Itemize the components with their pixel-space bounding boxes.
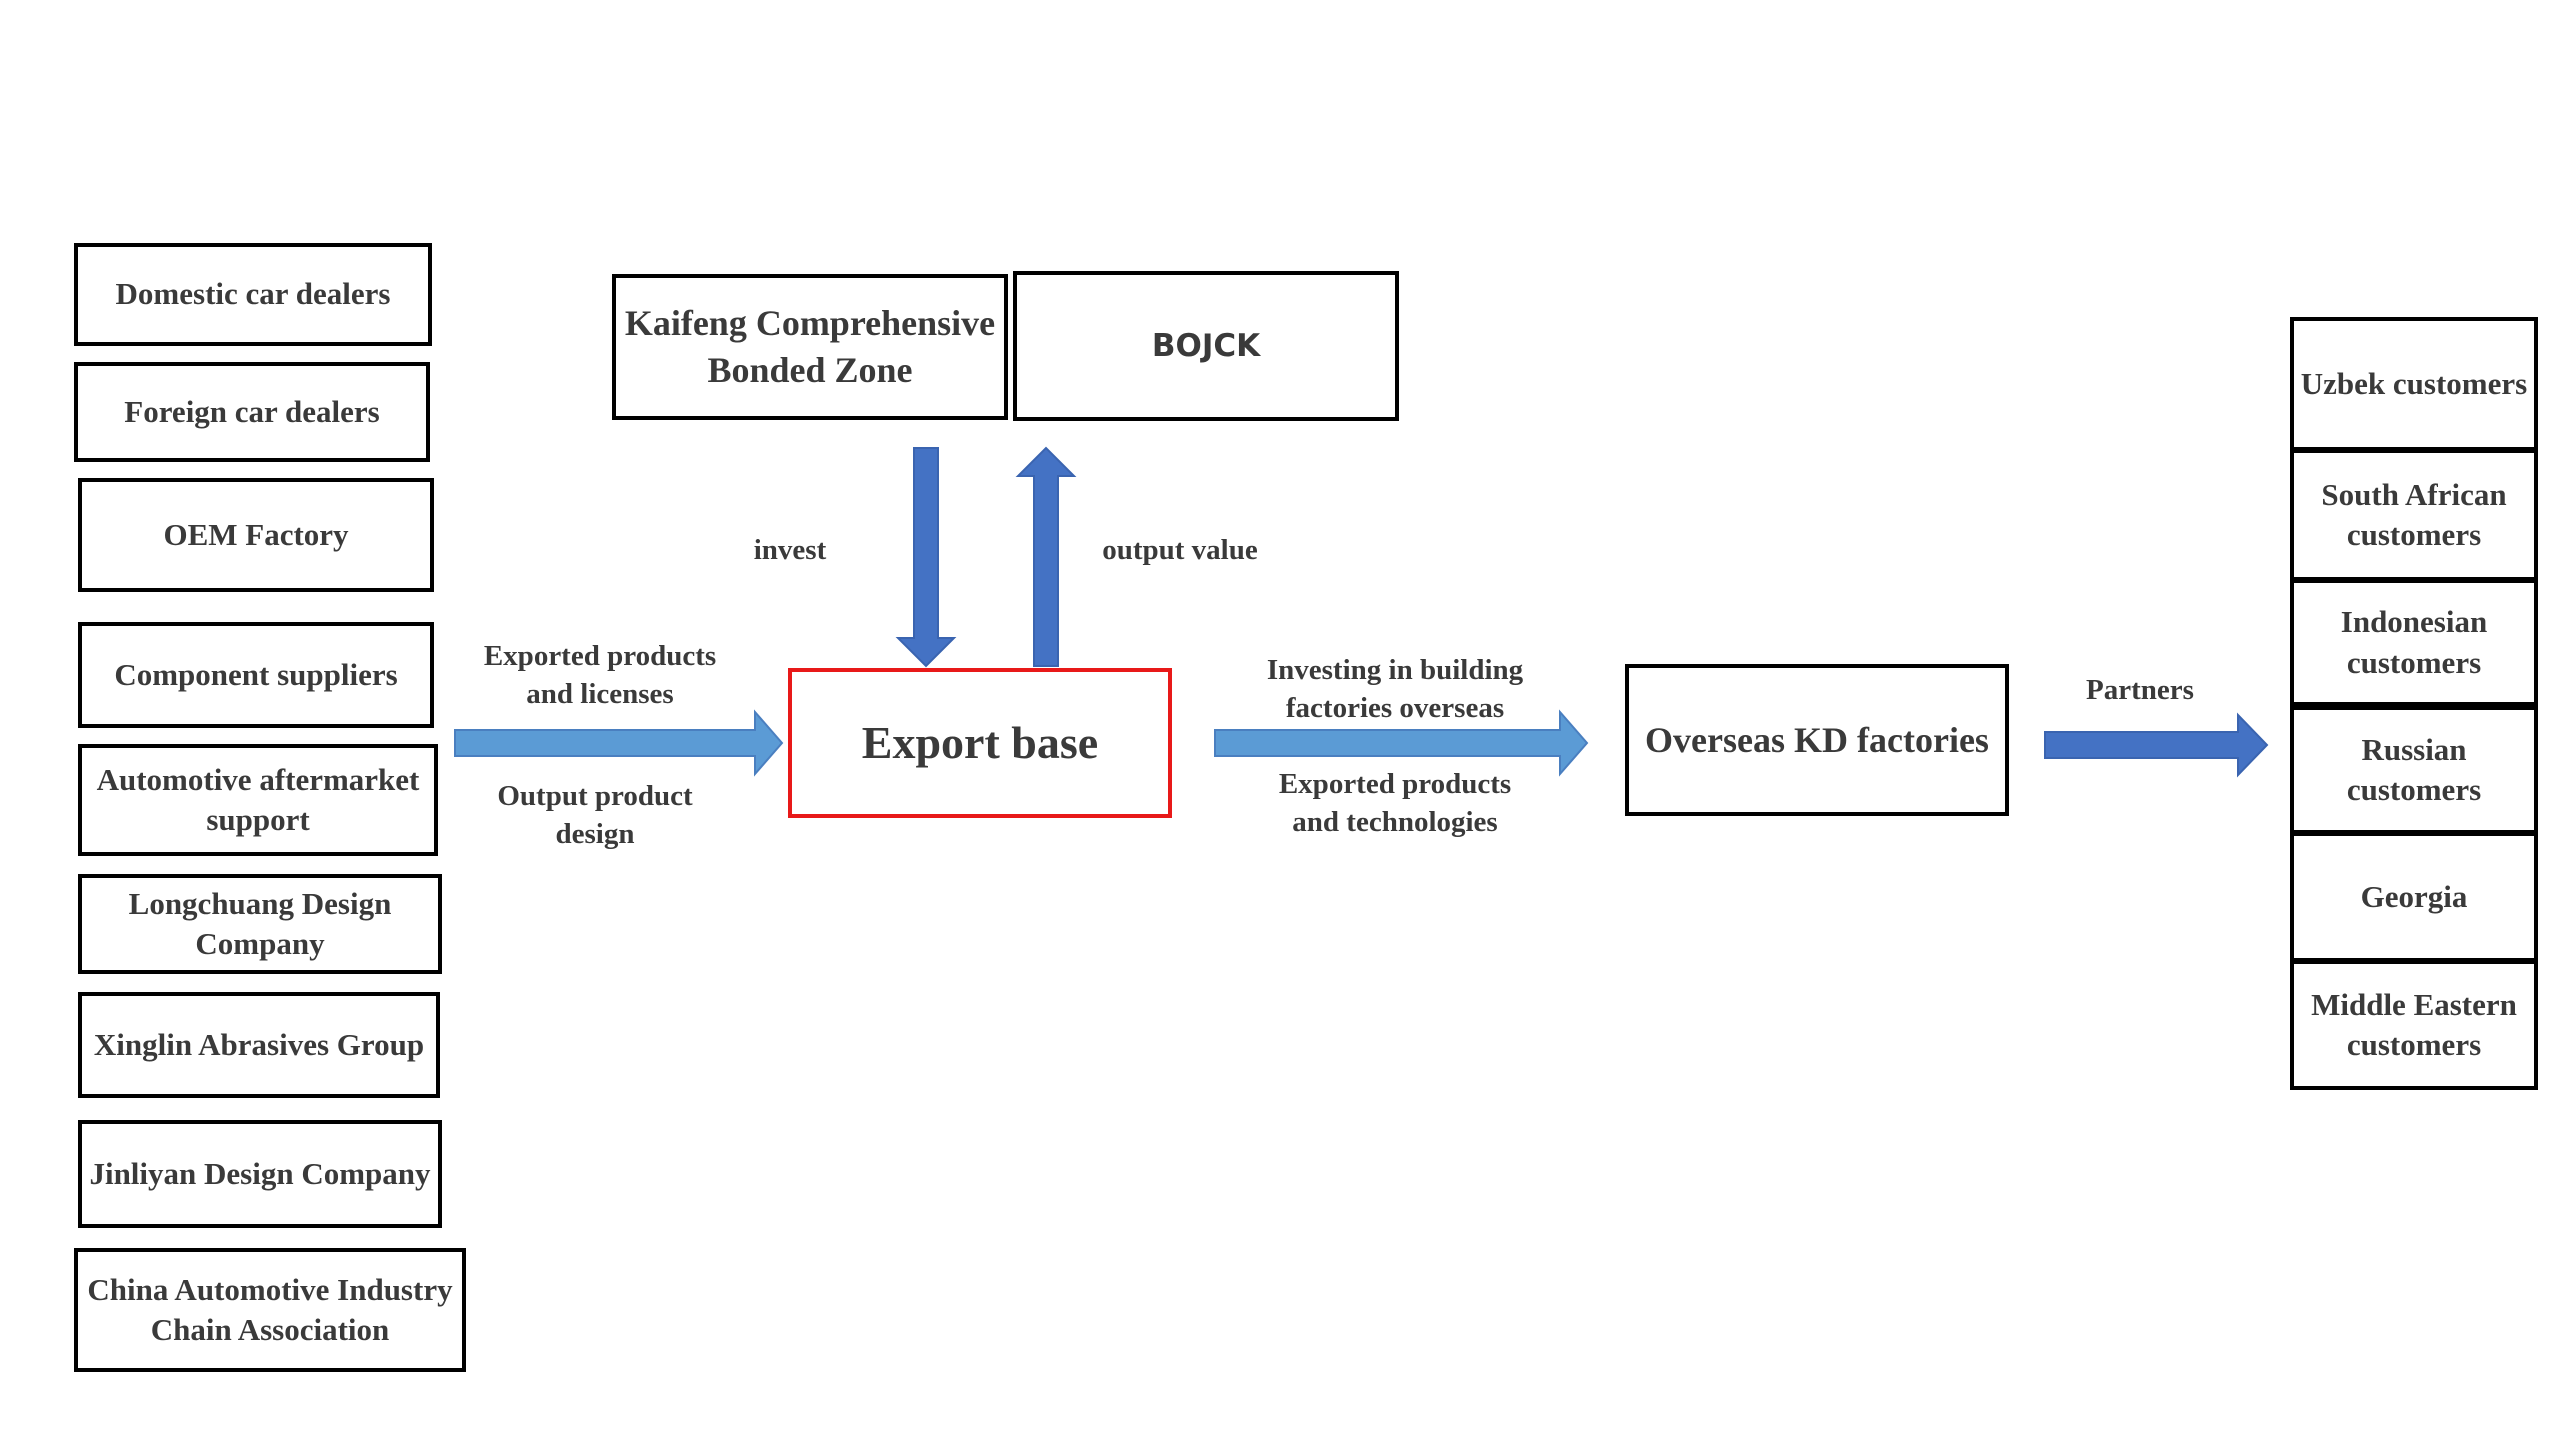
right-box-indonesian-customers: Indonesian customers [2290, 579, 2538, 706]
left-box-automotive-aftermarket-support: Automotive aftermarket support [78, 744, 438, 856]
left-arrow-label-below: Output product design [497, 780, 693, 850]
left-box-domestic-car-dealers: Domestic car dealers [74, 243, 432, 346]
middle-arrow-label-above: Investing in building factories overseas [1266, 654, 1524, 724]
partners-arrow [2044, 712, 2269, 778]
right-box-georgia: Georgia [2290, 832, 2538, 962]
right-box-russian-customers: Russian customers [2290, 706, 2538, 834]
right-box-middle-eastern-customers: Middle Eastern customers [2290, 960, 2538, 1090]
left-box-jinliyan-design-company: Jinliyan Design Company [78, 1120, 442, 1228]
output-value-up-arrow [1015, 446, 1077, 667]
export-base-box: Export base [788, 668, 1172, 818]
output-value-label: output value [1102, 534, 1258, 566]
right-box-south-african-customers: South African customers [2290, 449, 2538, 581]
middle-arrow-label-below: Exported products and technologies [1278, 768, 1512, 838]
right-box-uzbek-customers: Uzbek customers [2290, 317, 2538, 451]
left-box-china-automotive-industry-chain-association: China Automotive Industry Chain Associat… [74, 1248, 466, 1372]
left-box-longchuang-design-company: Longchuang Design Company [78, 874, 442, 974]
invest-down-arrow [895, 447, 957, 668]
left-box-oem-factory: OEM Factory [78, 478, 434, 592]
overseas-kd-factories-box: Overseas KD factories [1625, 664, 2009, 816]
left-box-xinglin-abrasives-group: Xinglin Abrasives Group [78, 992, 440, 1098]
left-box-foreign-car-dealers: Foreign car dealers [74, 362, 430, 462]
left-right-arrow [454, 709, 784, 777]
invest-label: invest [753, 534, 827, 566]
kaifeng-bonded-zone-box: Kaifeng Comprehensive Bonded Zone [612, 274, 1008, 420]
left-arrow-label-above: Exported products and licenses [483, 640, 717, 710]
bojck-box: BOJCK [1013, 271, 1399, 421]
left-box-component-suppliers: Component suppliers [78, 622, 434, 728]
partners-label: Partners [2086, 674, 2194, 706]
